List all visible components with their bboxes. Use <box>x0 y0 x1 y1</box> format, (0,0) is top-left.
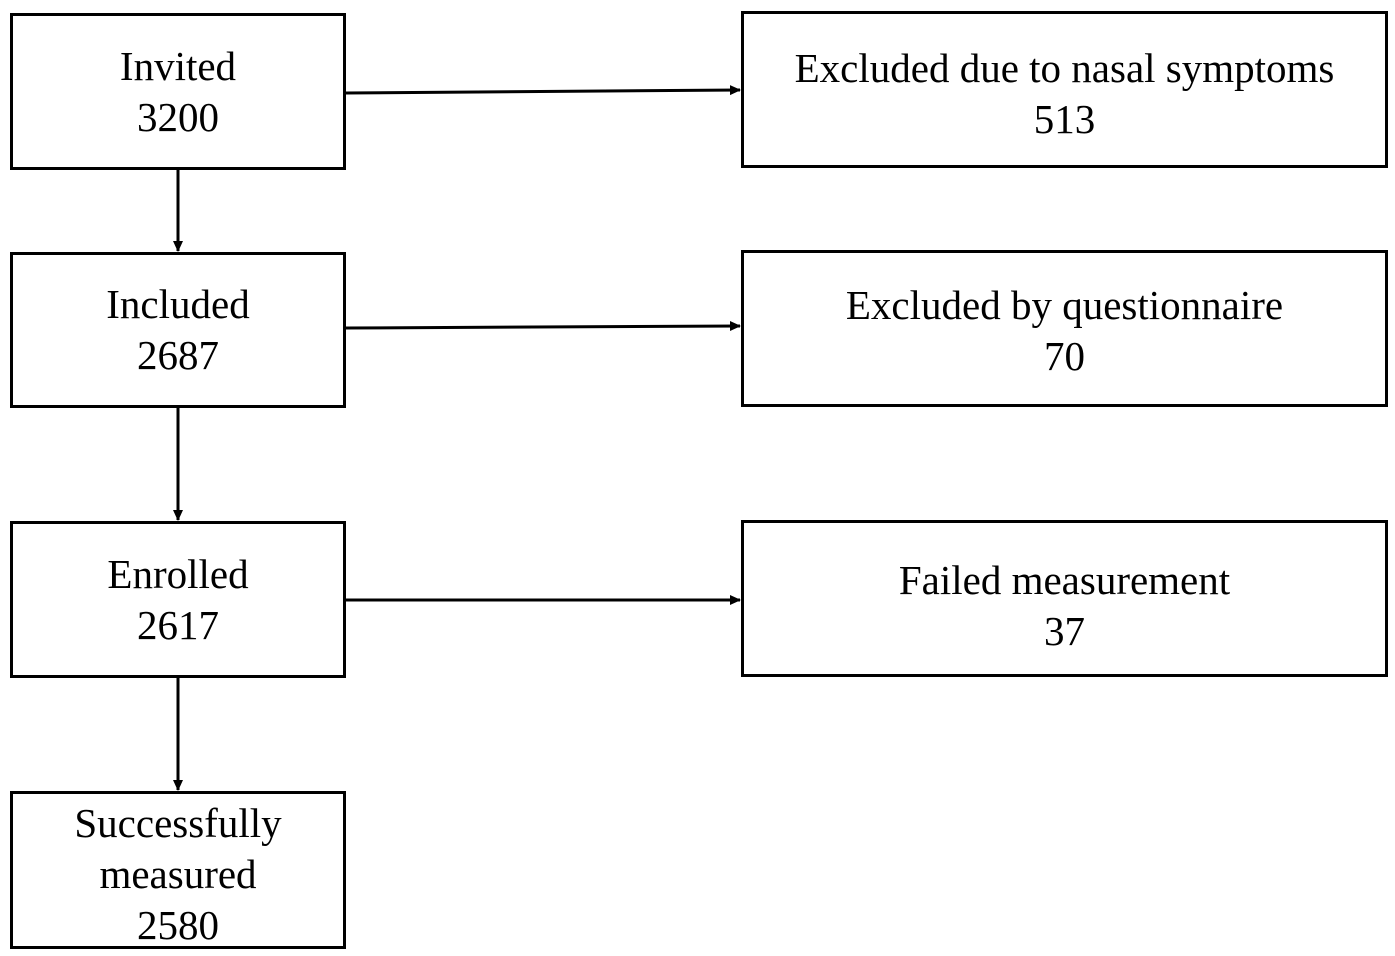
excluded-nasal-label: Excluded due to nasal symptoms <box>794 45 1335 91</box>
measured-label-line1: Successfully <box>74 800 282 846</box>
excluded-questionnaire-label: Excluded by questionnaire <box>845 282 1284 328</box>
failed-measurement-box: Failed measurement 37 <box>741 520 1388 677</box>
invited-count: 3200 <box>137 93 219 140</box>
measured-count: 2580 <box>137 902 219 948</box>
excluded-questionnaire-box: Excluded by questionnaire 70 <box>741 250 1388 407</box>
arrow-invited-to-excluded-nasal <box>345 85 741 96</box>
included-box: Included 2687 <box>10 252 346 408</box>
measured-label-line2: measured <box>99 851 257 897</box>
enrolled-count: 2617 <box>137 601 219 648</box>
enrolled-box: Enrolled 2617 <box>10 521 346 678</box>
included-label: Included <box>106 281 250 327</box>
included-count: 2687 <box>137 332 219 378</box>
excluded-questionnaire-count: 70 <box>1044 333 1085 379</box>
arrow-included-to-excluded-questionnaire <box>345 321 741 332</box>
failed-measurement-label: Failed measurement <box>898 557 1231 603</box>
failed-measurement-count: 37 <box>1044 608 1085 654</box>
excluded-nasal-count: 513 <box>1033 96 1096 142</box>
excluded-nasal-box: Excluded due to nasal symptoms 513 <box>741 11 1388 168</box>
successfully-measured-box: Successfully measured 2580 <box>10 791 346 949</box>
invited-label: Invited <box>119 42 237 89</box>
enrolled-label: Enrolled <box>107 550 249 597</box>
invited-box: Invited 3200 <box>10 13 346 170</box>
